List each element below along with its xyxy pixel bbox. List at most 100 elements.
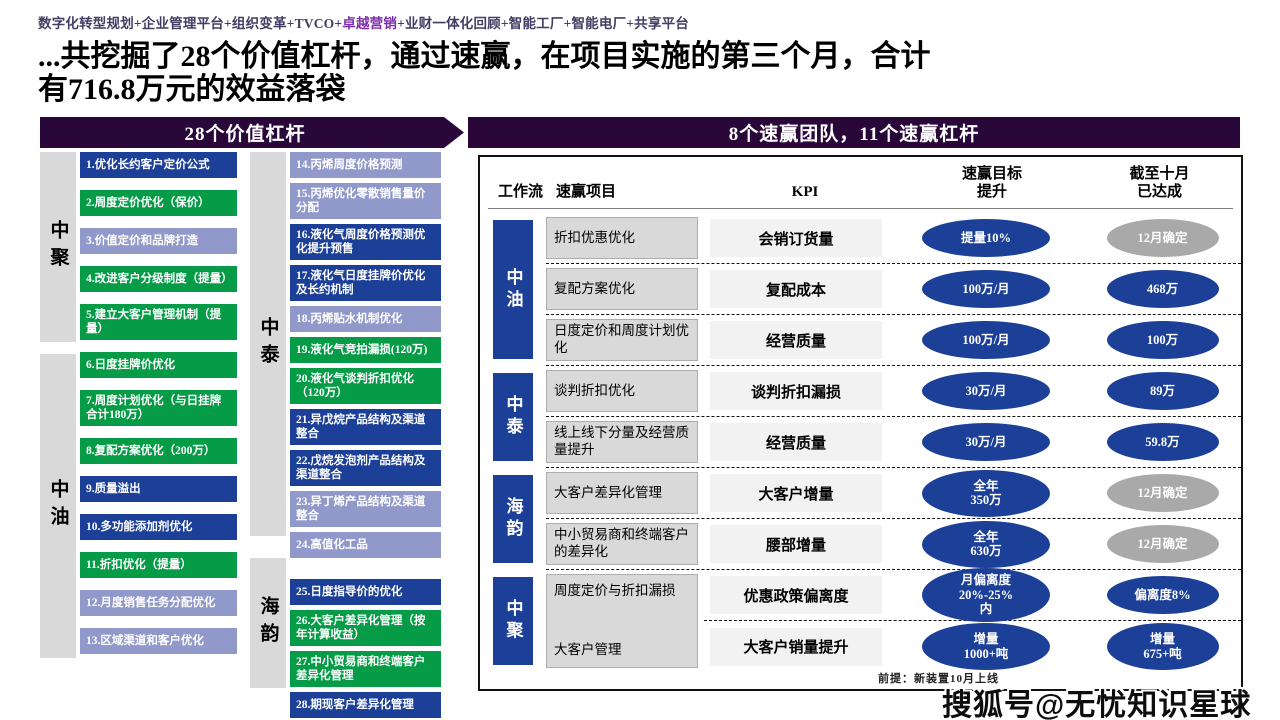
project-cell-merged: 周度定价与折扣漏损大客户管理	[546, 570, 704, 672]
quickwin-table: 工作流 速赢项目 KPI 速赢目标 提升 截至十月 已达成 中油折扣优惠优化会销…	[478, 155, 1243, 691]
table-row: 复配方案优化复配成本 100万/月 468万	[546, 264, 1241, 315]
project-box: 周度定价与折扣漏损大客户管理	[546, 574, 698, 668]
table-row: 日度定价和周度计划优化经营质量 100万/月 100万	[546, 315, 1241, 366]
achieved-cell: 59.8万	[1084, 423, 1241, 461]
target-cell: 提量10%	[888, 219, 1084, 257]
project-box: 日度定价和周度计划优化	[546, 319, 698, 361]
meta-suffix: +业财一体化回顾+智能工厂+智能电厂+共享平台	[397, 16, 689, 31]
lever-item: 3.价值定价和品牌打造	[80, 228, 237, 254]
lever-item: 24.高值化工品	[290, 532, 441, 559]
achieved-cell: 12月确定	[1084, 474, 1241, 512]
target-ellipse: 提量10%	[922, 219, 1050, 257]
table-body: 中油折扣优惠优化会销订货量 提量10% 12月确定 复配方案优化复配成本 100万/月 4…	[480, 213, 1241, 672]
workstream-cell: 海韵	[480, 468, 546, 570]
lever-item: 11.折扣优化（提量）	[80, 552, 237, 579]
workstream-label: 海韵	[503, 497, 523, 541]
group-label: 中泰	[257, 317, 279, 371]
workstream-box: 中聚	[493, 577, 533, 665]
workstream-box: 中油	[493, 220, 533, 359]
project-cell: 线上线下分量及经营质量提升	[546, 421, 704, 463]
achieved-ellipse: 89万	[1106, 372, 1219, 410]
meta-bar: 数字化转型规划+企业管理平台+组织变革+TVCO+卓越营销+业财一体化回顾+智能…	[38, 12, 689, 32]
target-ellipse: 100万/月	[922, 270, 1050, 308]
project-box: 线上线下分量及经营质量提升	[546, 421, 698, 463]
workstream-cell: 中聚	[480, 570, 546, 672]
lever-item: 17.液化气日度挂牌价优化及长约机制	[290, 265, 441, 302]
achieved-ellipse: 100万	[1106, 321, 1219, 359]
table-row: 折扣优惠优化会销订货量提量10%12月确定	[546, 213, 1241, 264]
lever-item: 9.质量溢出	[80, 476, 237, 503]
lever-item: 4.改进客户分级制度（提量）	[80, 266, 237, 292]
project-cell: 日度定价和周度计划优化	[546, 319, 704, 361]
project-cell: 谈判折扣优化	[546, 370, 704, 412]
kpi-cell: 经营质量	[704, 423, 888, 461]
lever-item: 14.丙烯周度价格预测	[290, 152, 441, 178]
target-cell: 全年 350万	[888, 469, 1084, 517]
kpi-box: 腰部增量	[710, 525, 882, 563]
kpi-cell: 复配成本	[704, 270, 888, 308]
kpi-box: 复配成本	[710, 270, 882, 308]
workstream-label: 中油	[503, 267, 523, 312]
lever-item: 22.戊烷发泡剂产品结构及渠道整合	[290, 450, 441, 487]
lever-item: 19.液化气竞拍漏损(120万)	[290, 337, 441, 364]
achieved-cell: 12月确定	[1084, 525, 1241, 563]
kpi-box: 经营质量	[710, 423, 882, 461]
workstream-label: 中聚	[503, 599, 523, 643]
achieved-cell: 89万	[1084, 372, 1241, 410]
lever-item: 18.丙烯贴水机制优化	[290, 306, 441, 333]
kpi-box: 会销订货量	[710, 219, 882, 257]
kpi-box: 经营质量	[710, 321, 882, 359]
lever-item: 1.优化长约客户定价公式	[80, 152, 237, 178]
workstream-cell: 中油	[480, 213, 546, 366]
target-ellipse: 月偏离度 20%-25% 内	[922, 568, 1050, 622]
kpi-cell: 大客户销量提升	[704, 627, 888, 666]
column-header-project: 速赢项目	[556, 184, 617, 201]
target-cell: 30万/月	[888, 372, 1084, 410]
workstream-label: 中泰	[503, 395, 523, 439]
target-ellipse: 100万/月	[922, 321, 1050, 359]
kpi-box: 大客户增量	[710, 474, 882, 512]
watermark: 搜狐号@无忧知识星球	[942, 689, 1252, 720]
lever-item: 13.区域渠道和客户优化	[80, 628, 237, 655]
project-box: 谈判折扣优化	[546, 370, 698, 412]
workstream-cell: 中泰	[480, 366, 546, 468]
lever-item: 26.大客户差异化管理（按年计算收益）	[290, 610, 441, 647]
target-ellipse: 30万/月	[922, 423, 1050, 461]
table-row: 线上线下分量及经营质量提升经营质量 30万/月 59.8万	[546, 417, 1241, 468]
project-box: 折扣优惠优化	[546, 217, 698, 259]
achieved-cell: 468万	[1084, 270, 1241, 308]
achieved-ellipse: 59.8万	[1106, 423, 1219, 461]
group-bar-zhongyou: 中油	[40, 354, 76, 658]
project-box: 复配方案优化	[546, 268, 698, 310]
achieved-cell: 100万	[1084, 321, 1241, 359]
kpi-cell: 大客户增量	[704, 474, 888, 512]
lever-item: 20.液化气谈判折扣优化（120万）	[290, 368, 441, 405]
target-ellipse: 增量 1000+吨	[922, 623, 1050, 670]
project-box: 大客户差异化管理	[546, 472, 698, 514]
project-cell: 大客户差异化管理	[546, 472, 704, 514]
target-cell: 30万/月	[888, 423, 1084, 461]
project-cell: 折扣优惠优化	[546, 217, 704, 259]
achieved-ellipse: 偏离度8%	[1106, 576, 1219, 614]
column-header-workstream: 工作流	[498, 184, 544, 201]
target-cell: 增量 1000+吨	[888, 623, 1084, 670]
target-ellipse: 全年 630万	[922, 520, 1050, 568]
project-label: 周度定价与折扣漏损	[554, 583, 676, 598]
group-label: 中聚	[47, 220, 69, 274]
achieved-ellipse: 12月确定	[1106, 525, 1219, 563]
target-ellipse: 全年 350万	[922, 469, 1050, 517]
achieved-ellipse: 12月确定	[1106, 474, 1219, 512]
kpi-cell: 优惠政策偏离度	[704, 576, 888, 614]
group-bar-zhongju: 中聚	[40, 152, 76, 342]
workstream-box: 海韵	[493, 475, 533, 563]
workstream-box: 中泰	[493, 373, 533, 461]
lever-item: 27.中小贸易商和终端客户差异化管理	[290, 651, 441, 688]
target-cell: 100万/月	[888, 321, 1084, 359]
